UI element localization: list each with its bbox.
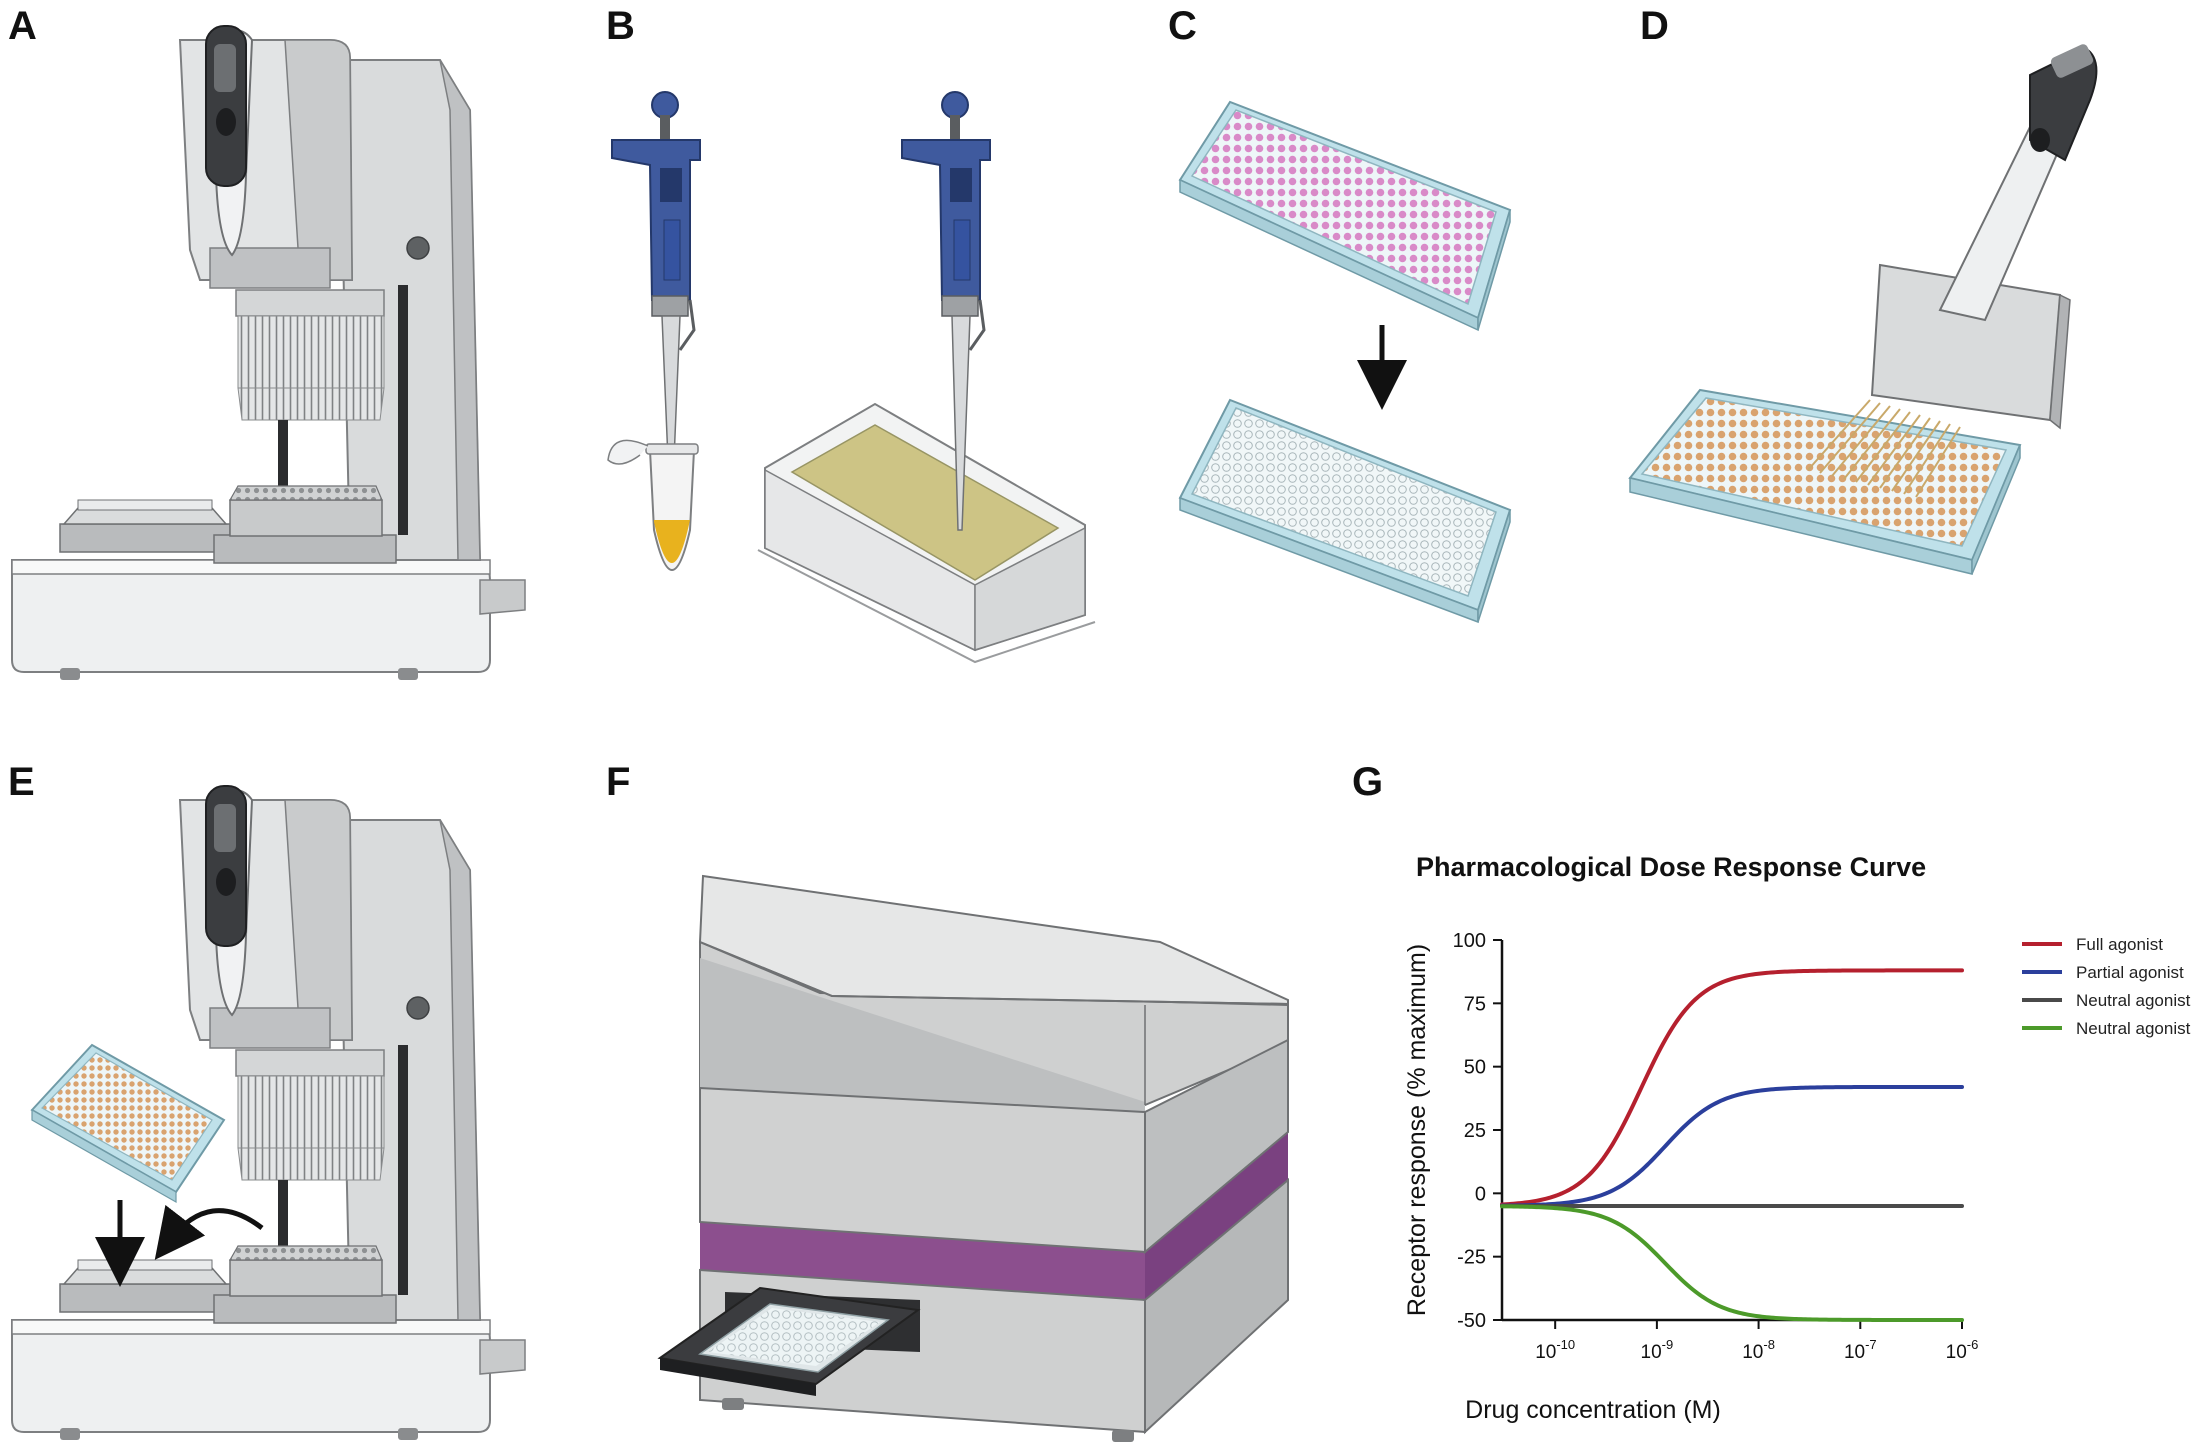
legend-label: Neutral agonist [2076, 991, 2191, 1010]
y-tick-label: -50 [1457, 1310, 1486, 1332]
panel-label-e: E [8, 760, 35, 804]
y-tick-label: 50 [1464, 1057, 1486, 1079]
pipette-tube-b [607, 91, 701, 571]
panel-label-a: A [8, 4, 37, 48]
liquid-handler-e [11, 785, 526, 1441]
chart-ylabel: Receptor response (% maximum) [1403, 944, 1431, 1316]
legend-label: Neutral agonist [2076, 1019, 2191, 1038]
y-tick-label: 0 [1475, 1183, 1486, 1205]
x-tick-label: 10-7 [1844, 1337, 1877, 1363]
panel-label-g: G [1352, 760, 1384, 804]
panel-label-b: B [606, 4, 635, 48]
chart-title: Pharmacological Dose Response Curve [1416, 852, 1927, 882]
series-line-2 [1500, 1084, 1964, 1208]
panel-label-c: C [1168, 4, 1197, 48]
pipette-reservoir-b [757, 91, 1096, 664]
panel-label-d: D [1640, 4, 1669, 48]
legend-label: Full agonist [2076, 935, 2163, 954]
y-tick-label: 75 [1464, 993, 1486, 1015]
plate-stamping-c [1178, 100, 1512, 624]
panel-label-f: F [606, 760, 631, 804]
y-tick-label: 100 [1453, 930, 1486, 952]
chart-series-group [1500, 968, 1964, 1322]
x-tick-label: 10-8 [1742, 1337, 1775, 1363]
x-tick-label: 10-10 [1535, 1337, 1575, 1363]
chart-xlabel: Drug concentration (M) [1465, 1396, 1721, 1424]
y-tick-label: 25 [1464, 1120, 1486, 1142]
liquid-handler-a [11, 25, 526, 681]
y-tick-label: -25 [1457, 1247, 1486, 1269]
multichannel-pipette-d [1628, 44, 2098, 575]
legend-label: Partial agonist [2076, 963, 2184, 982]
chart-g: -50 -25 0 25 50 75 100 10-10 10-9 10-8 10-7 10-6 Fu… [1403, 930, 2191, 1424]
series-line-4 [1500, 1204, 1964, 1322]
plate-reader-body [657, 874, 1289, 1442]
series-line-1 [1500, 968, 1964, 1207]
x-tick-label: 10-6 [1946, 1337, 1979, 1363]
x-tick-label: 10-9 [1641, 1337, 1674, 1363]
chart-axes: -50 -25 0 25 50 75 100 10-10 10-9 10-8 10-7 10-6 [1453, 930, 1979, 1363]
